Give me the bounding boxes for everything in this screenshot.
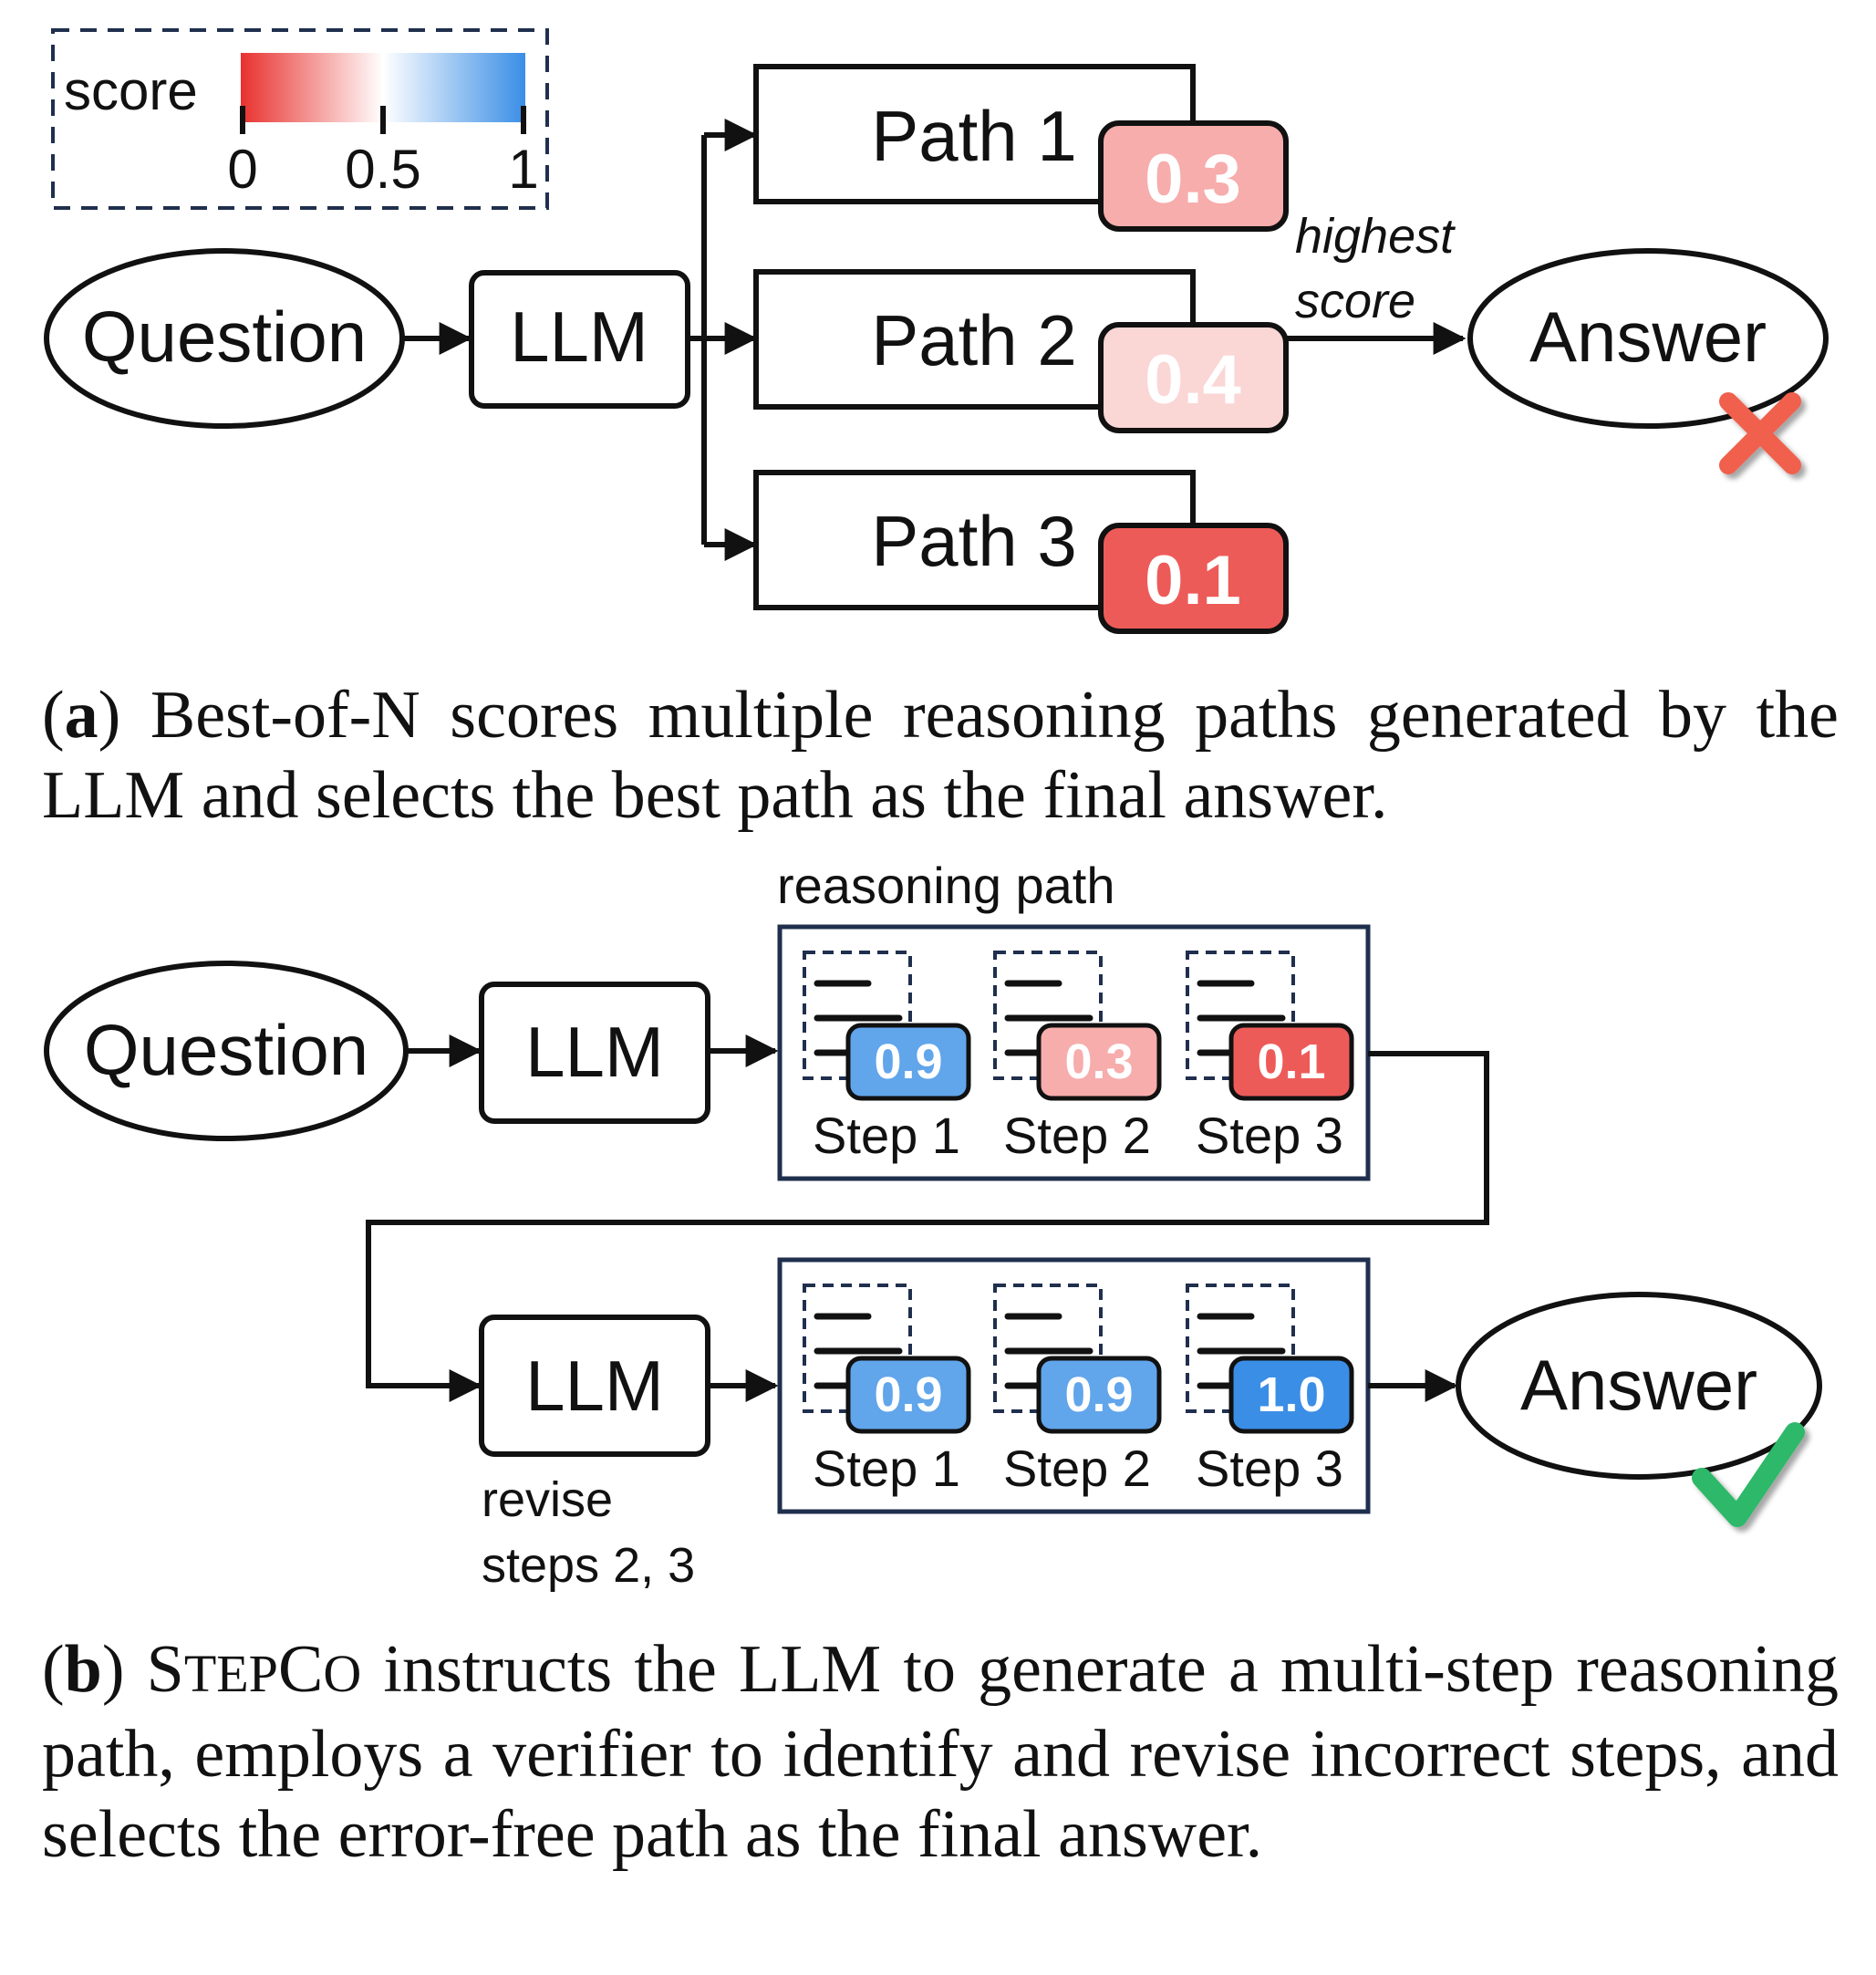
step-label: Step 1 [813,1107,960,1164]
revise-label-2: steps 2, 3 [482,1538,695,1593]
method-name-part-1: S [146,1632,184,1707]
check-icon [1692,1422,1805,1527]
path-label-2: Path 2 [871,300,1077,380]
step-label: Step 1 [813,1440,960,1497]
step-score: 0.1 [1257,1034,1325,1089]
arrow-label-score: score [1295,274,1415,328]
step-score-badge [1228,1023,1354,1101]
step-score-badge [1036,1356,1162,1434]
legend-tick-label-05: 0.5 [345,139,420,200]
step-score: 0.9 [874,1367,942,1422]
step-score-badge [1228,1356,1354,1434]
caption-a-tag: a [64,678,98,753]
caption-b-method-name: STEPCO [147,1632,362,1707]
revise-label-1: revise [482,1472,613,1527]
path-label-1: Path 1 [871,96,1077,176]
cross-icon [1719,392,1801,474]
method-name-part-3: C [277,1632,324,1707]
step-label: Step 2 [1003,1440,1151,1497]
answer-node-b [1456,1292,1822,1480]
step-label: Step 3 [1196,1107,1343,1164]
path-score-3: 0.1 [1145,542,1241,619]
step-score: 0.9 [874,1034,942,1089]
step-label: Step 3 [1196,1440,1343,1497]
question-label-b: Question [84,1010,368,1090]
path-score-1: 0.3 [1145,140,1241,218]
step-score: 0.3 [1064,1034,1133,1089]
llm-label: LLM [510,296,648,377]
panel-a: Question LLM Path 1 0.3 Path 2 0.4 Path … [44,64,1829,634]
step-score-badge [845,1023,971,1101]
llm-label-b: LLM [525,1012,664,1092]
path-label-3: Path 3 [871,501,1077,581]
legend-label: score [64,60,198,121]
legend-tick-label-0: 0 [227,139,257,200]
llm-label-b2: LLM [525,1346,664,1426]
step-score: 1.0 [1257,1367,1325,1422]
score-legend: score 0 0.5 1 [51,28,549,210]
caption-a-text: ) Best-of-N scores multiple reasoning pa… [42,678,1839,833]
caption-b-text: instructs the LLM to generate a multi-st… [42,1632,1839,1872]
step-score-badge [1036,1023,1162,1101]
step-score: 0.9 [1064,1367,1133,1422]
path-score-badge-3 [1098,523,1289,634]
caption-a: (a) Best-of-N scores multiple reasoning … [42,678,1839,833]
legend-frame [51,28,549,210]
path-score-badge-2 [1098,322,1289,433]
answer-label-a: Answer [1529,296,1767,377]
step-score-badge [845,1356,971,1434]
legend-tick-label-1: 1 [508,139,538,200]
arrow-revise-loop [366,1051,1489,1402]
frame-title: reasoning path [777,857,1115,914]
path-score-2: 0.4 [1145,341,1241,419]
caption-b-tag: b [64,1632,102,1707]
method-name-part-4: O [323,1644,362,1703]
question-label: Question [82,296,367,377]
path-score-badge-1 [1098,120,1289,232]
caption-b: (b) STEPCO instructs the LLM to generate… [42,1632,1839,1872]
answer-label-b: Answer [1520,1345,1757,1425]
arrow-label-highest: highest [1295,209,1456,264]
step-label: Step 2 [1003,1107,1151,1164]
answer-node-a [1467,248,1829,429]
method-name-part-2: TEP [183,1644,278,1703]
